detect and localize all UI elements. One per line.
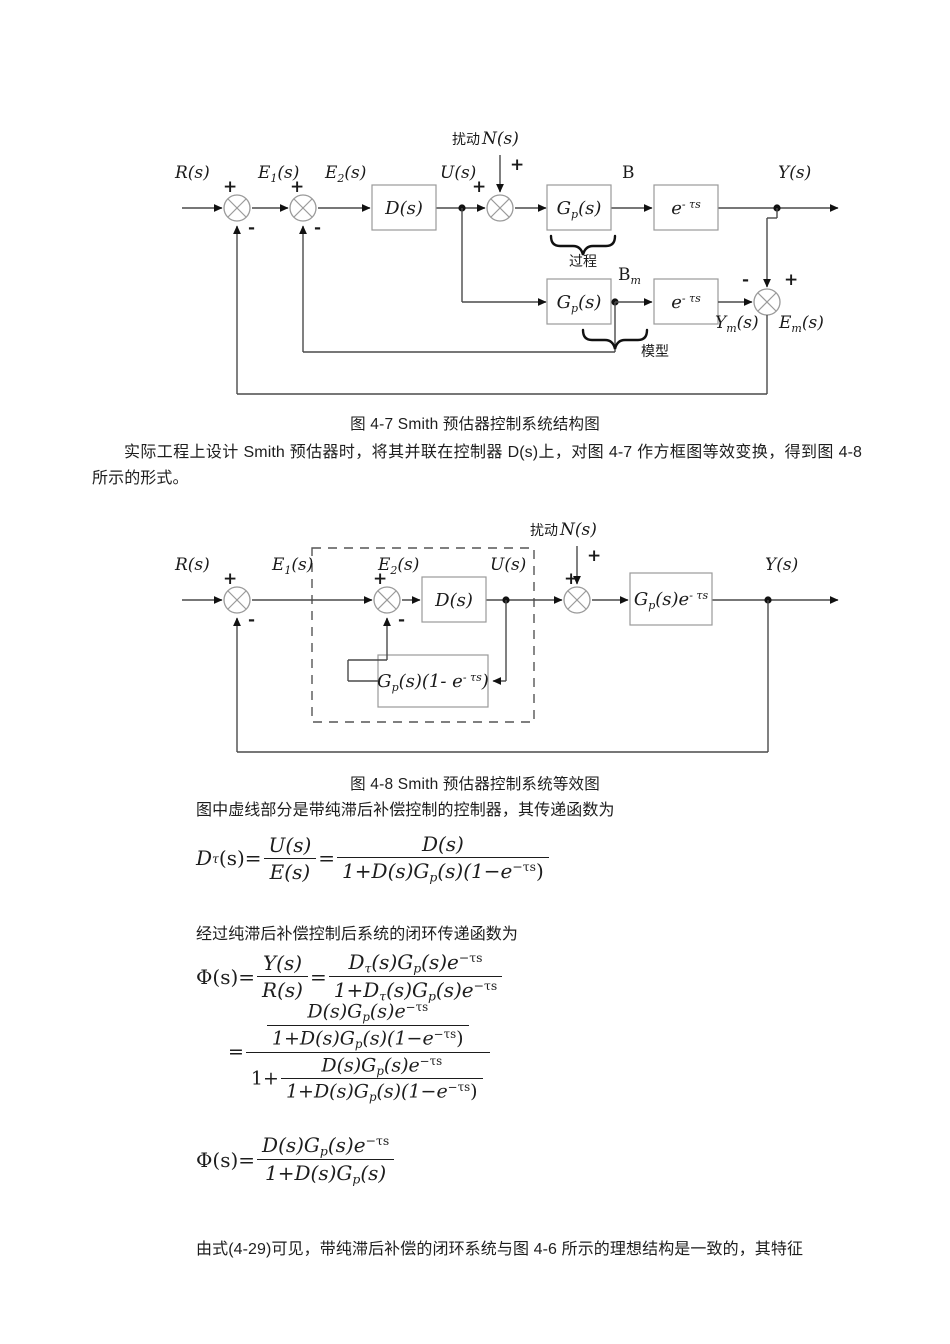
label2-u: U(s) <box>490 555 526 575</box>
eq1-lhs-tail: (s)= <box>218 846 262 871</box>
eq4-lhs: Φ(s)= <box>196 1147 256 1172</box>
block-plant-delay <box>653 184 719 231</box>
disturbance2-cjk-label: 扰动 <box>530 523 558 539</box>
block-model-gp <box>546 278 612 325</box>
block-controller-label: D(s) <box>384 198 423 219</box>
sign-plus-3: + <box>472 177 486 197</box>
paragraph-closed-loop-tf: 经过纯滞后补偿控制后系统的闭环传递函数为 <box>196 926 519 943</box>
disturbance-n-label: N(s) <box>481 130 519 149</box>
label-b: B <box>622 163 635 183</box>
sign2-plus-2: + <box>373 569 387 589</box>
brace-model-label: 模型 <box>641 344 669 360</box>
label-input-r: R(s) <box>174 163 210 183</box>
eq1-frac1: U(s) E(s) <box>263 832 317 884</box>
eq3-equals: = <box>228 1041 244 1064</box>
eq3-top-den: 1+D(s)Gp(s)(1−e−τs) <box>266 1024 469 1051</box>
eq1-lhs-sub: τ <box>212 850 219 866</box>
eq3-one-plus: 1+ <box>250 1066 279 1089</box>
eq2-equals: = <box>309 964 327 989</box>
eq2-lhs: Φ(s)= <box>196 964 256 989</box>
block2-controller-ds <box>421 576 487 623</box>
equation-final-closed-loop: Φ(s)= D(s)Gp(s)e−τs 1+D(s)Gp(s) <box>196 1133 396 1187</box>
eq4-frac: D(s)Gp(s)e−τs 1+D(s)Gp(s) <box>257 1133 395 1187</box>
eq2-frac2: Dτ(s)Gp(s)e−τs 1+Dτ(s)Gp(s)e−τs <box>328 950 503 1004</box>
label2-e2: E2(s) <box>377 555 419 577</box>
label-e2: E2(s) <box>324 163 366 185</box>
block2-plant-label: Gp(s)e- τs <box>634 589 709 612</box>
eq3-outer-num: D(s)Gp(s)e−τs 1+D(s)Gp(s)(1−e−τs) <box>246 1000 490 1052</box>
brace-process <box>549 234 617 256</box>
dashed-controller-region <box>311 547 535 723</box>
equation-closed-loop: Φ(s)= Y(s) R(s) = Dτ(s)Gp(s)e−τs 1+Dτ(s)… <box>196 950 504 1004</box>
block-plant-gp <box>546 184 612 231</box>
eq3-top-num: D(s)Gp(s)e−τs <box>307 1000 429 1024</box>
eq3-outer-frac: D(s)Gp(s)e−τs 1+D(s)Gp(s)(1−e−τs) 1+ D(s… <box>245 1000 490 1104</box>
sign-minus-3: - <box>742 270 749 290</box>
label-ym: Ym(s) <box>715 313 759 335</box>
brace-process-label: 过程 <box>569 254 597 270</box>
eq1-equals: = <box>318 846 336 871</box>
eq2-frac2-num: Dτ(s)Gp(s)e−τs <box>348 950 483 976</box>
label-output-y: Y(s) <box>778 163 811 183</box>
eq2-frac1: Y(s) R(s) <box>257 951 308 1002</box>
sign-minus-2: - <box>314 218 321 238</box>
sign2-minus-1: - <box>248 610 255 630</box>
block-plant-gp-label: Gp(s) <box>557 198 602 221</box>
disturbance-cjk-label: 扰动 <box>452 132 480 148</box>
eq2-frac2-den: 1+Dτ(s)Gp(s)e−τs <box>328 976 503 1004</box>
sign-plus-4: + <box>784 270 798 290</box>
label-em: Em(s) <box>778 313 824 335</box>
eq3-inner-frac-top: D(s)Gp(s)e−τs 1+D(s)Gp(s)(1−e−τs) <box>266 1000 469 1051</box>
eq4-den: 1+D(s)Gp(s) <box>257 1159 395 1187</box>
block-plant-delay-label: e- τs <box>671 198 701 219</box>
label-bm: Bm <box>618 265 641 287</box>
eq1-frac2-den: 1+D(s)Gp(s)(1−e−τs) <box>337 857 549 884</box>
caption-figure-4-8: 图 4-8 Smith 预估器控制系统等效图 <box>350 776 600 793</box>
block-model-delay-label: e- τs <box>671 292 701 313</box>
label2-e1: E1(s) <box>271 555 313 577</box>
sign2-plus-3: + <box>564 569 578 589</box>
eq1-frac2: D(s) 1+D(s)Gp(s)(1−e−τs) <box>337 832 549 884</box>
paragraph-intro: 实际工程上设计 Smith 预估器时，将其并联在控制器 D(s)上，对图 4-7… <box>92 444 862 487</box>
eq3-bottom-den: 1+D(s)Gp(s)(1−e−τs) <box>280 1078 483 1104</box>
block2-controller-label: D(s) <box>434 590 473 611</box>
equation-nested-expansion: = D(s)Gp(s)e−τs 1+D(s)Gp(s)(1−e−τs) 1+ D… <box>228 1000 492 1104</box>
paragraph-conclusion: 由式(4-29)可见，带纯滞后补偿的闭环系统与图 4-6 所示的理想结构是一致的… <box>196 1241 804 1258</box>
sign2-plus-1: + <box>223 569 237 589</box>
disturbance-plus-sign: + <box>510 155 524 175</box>
figure-4-8-equivalent-diagram: D(s) Gp(s)e- τs Gp(s)(1- e- τs) 扰动 N(s) … <box>0 510 950 770</box>
eq2-frac1-den: R(s) <box>257 976 308 1002</box>
eq3-bottom-num: D(s)Gp(s)e−τs <box>321 1053 443 1078</box>
eq1-frac1-num: U(s) <box>268 832 312 857</box>
label-e1: E1(s) <box>257 163 299 185</box>
paragraph-controller-tf: 图中虚线部分是带纯滞后补偿控制的控制器，其传递函数为 <box>196 802 615 819</box>
block2-plant-gp-delay <box>629 572 713 626</box>
eq1-frac1-den: E(s) <box>263 857 317 884</box>
sign2-plus-disturbance: + <box>587 546 601 566</box>
sign-plus-1: + <box>223 177 237 197</box>
sign-plus-2: + <box>290 177 304 197</box>
block2-smith-label: Gp(s)(1- e- τs) <box>377 671 489 694</box>
eq1-lhs: D <box>196 846 213 871</box>
brace-model <box>581 328 649 350</box>
block-model-gp-label: Gp(s) <box>557 292 602 315</box>
figure-4-7-block-diagram: D(s) Gp(s) e- τs Gp(s) e- τs 扰动 N(s) + <box>0 130 950 410</box>
sign2-minus-2: - <box>398 610 405 630</box>
label2-input-r: R(s) <box>174 555 210 575</box>
block-controller-ds <box>371 184 437 231</box>
eq1-frac2-num: D(s) <box>421 832 464 856</box>
eq2-frac1-num: Y(s) <box>262 951 303 976</box>
eq3-outer-den: 1+ D(s)Gp(s)e−τs 1+D(s)Gp(s)(1−e−τs) <box>245 1051 490 1104</box>
sign-minus-1: - <box>248 218 255 238</box>
eq4-num: D(s)Gp(s)e−τs <box>262 1133 390 1159</box>
label2-output-y: Y(s) <box>765 555 798 575</box>
label-u: U(s) <box>440 163 476 183</box>
caption-figure-4-7: 图 4-7 Smith 预估器控制系统结构图 <box>350 416 600 433</box>
disturbance2-n-label: N(s) <box>559 520 597 540</box>
eq3-inner-frac-bottom: D(s)Gp(s)e−τs 1+D(s)Gp(s)(1−e−τs) <box>280 1053 483 1104</box>
